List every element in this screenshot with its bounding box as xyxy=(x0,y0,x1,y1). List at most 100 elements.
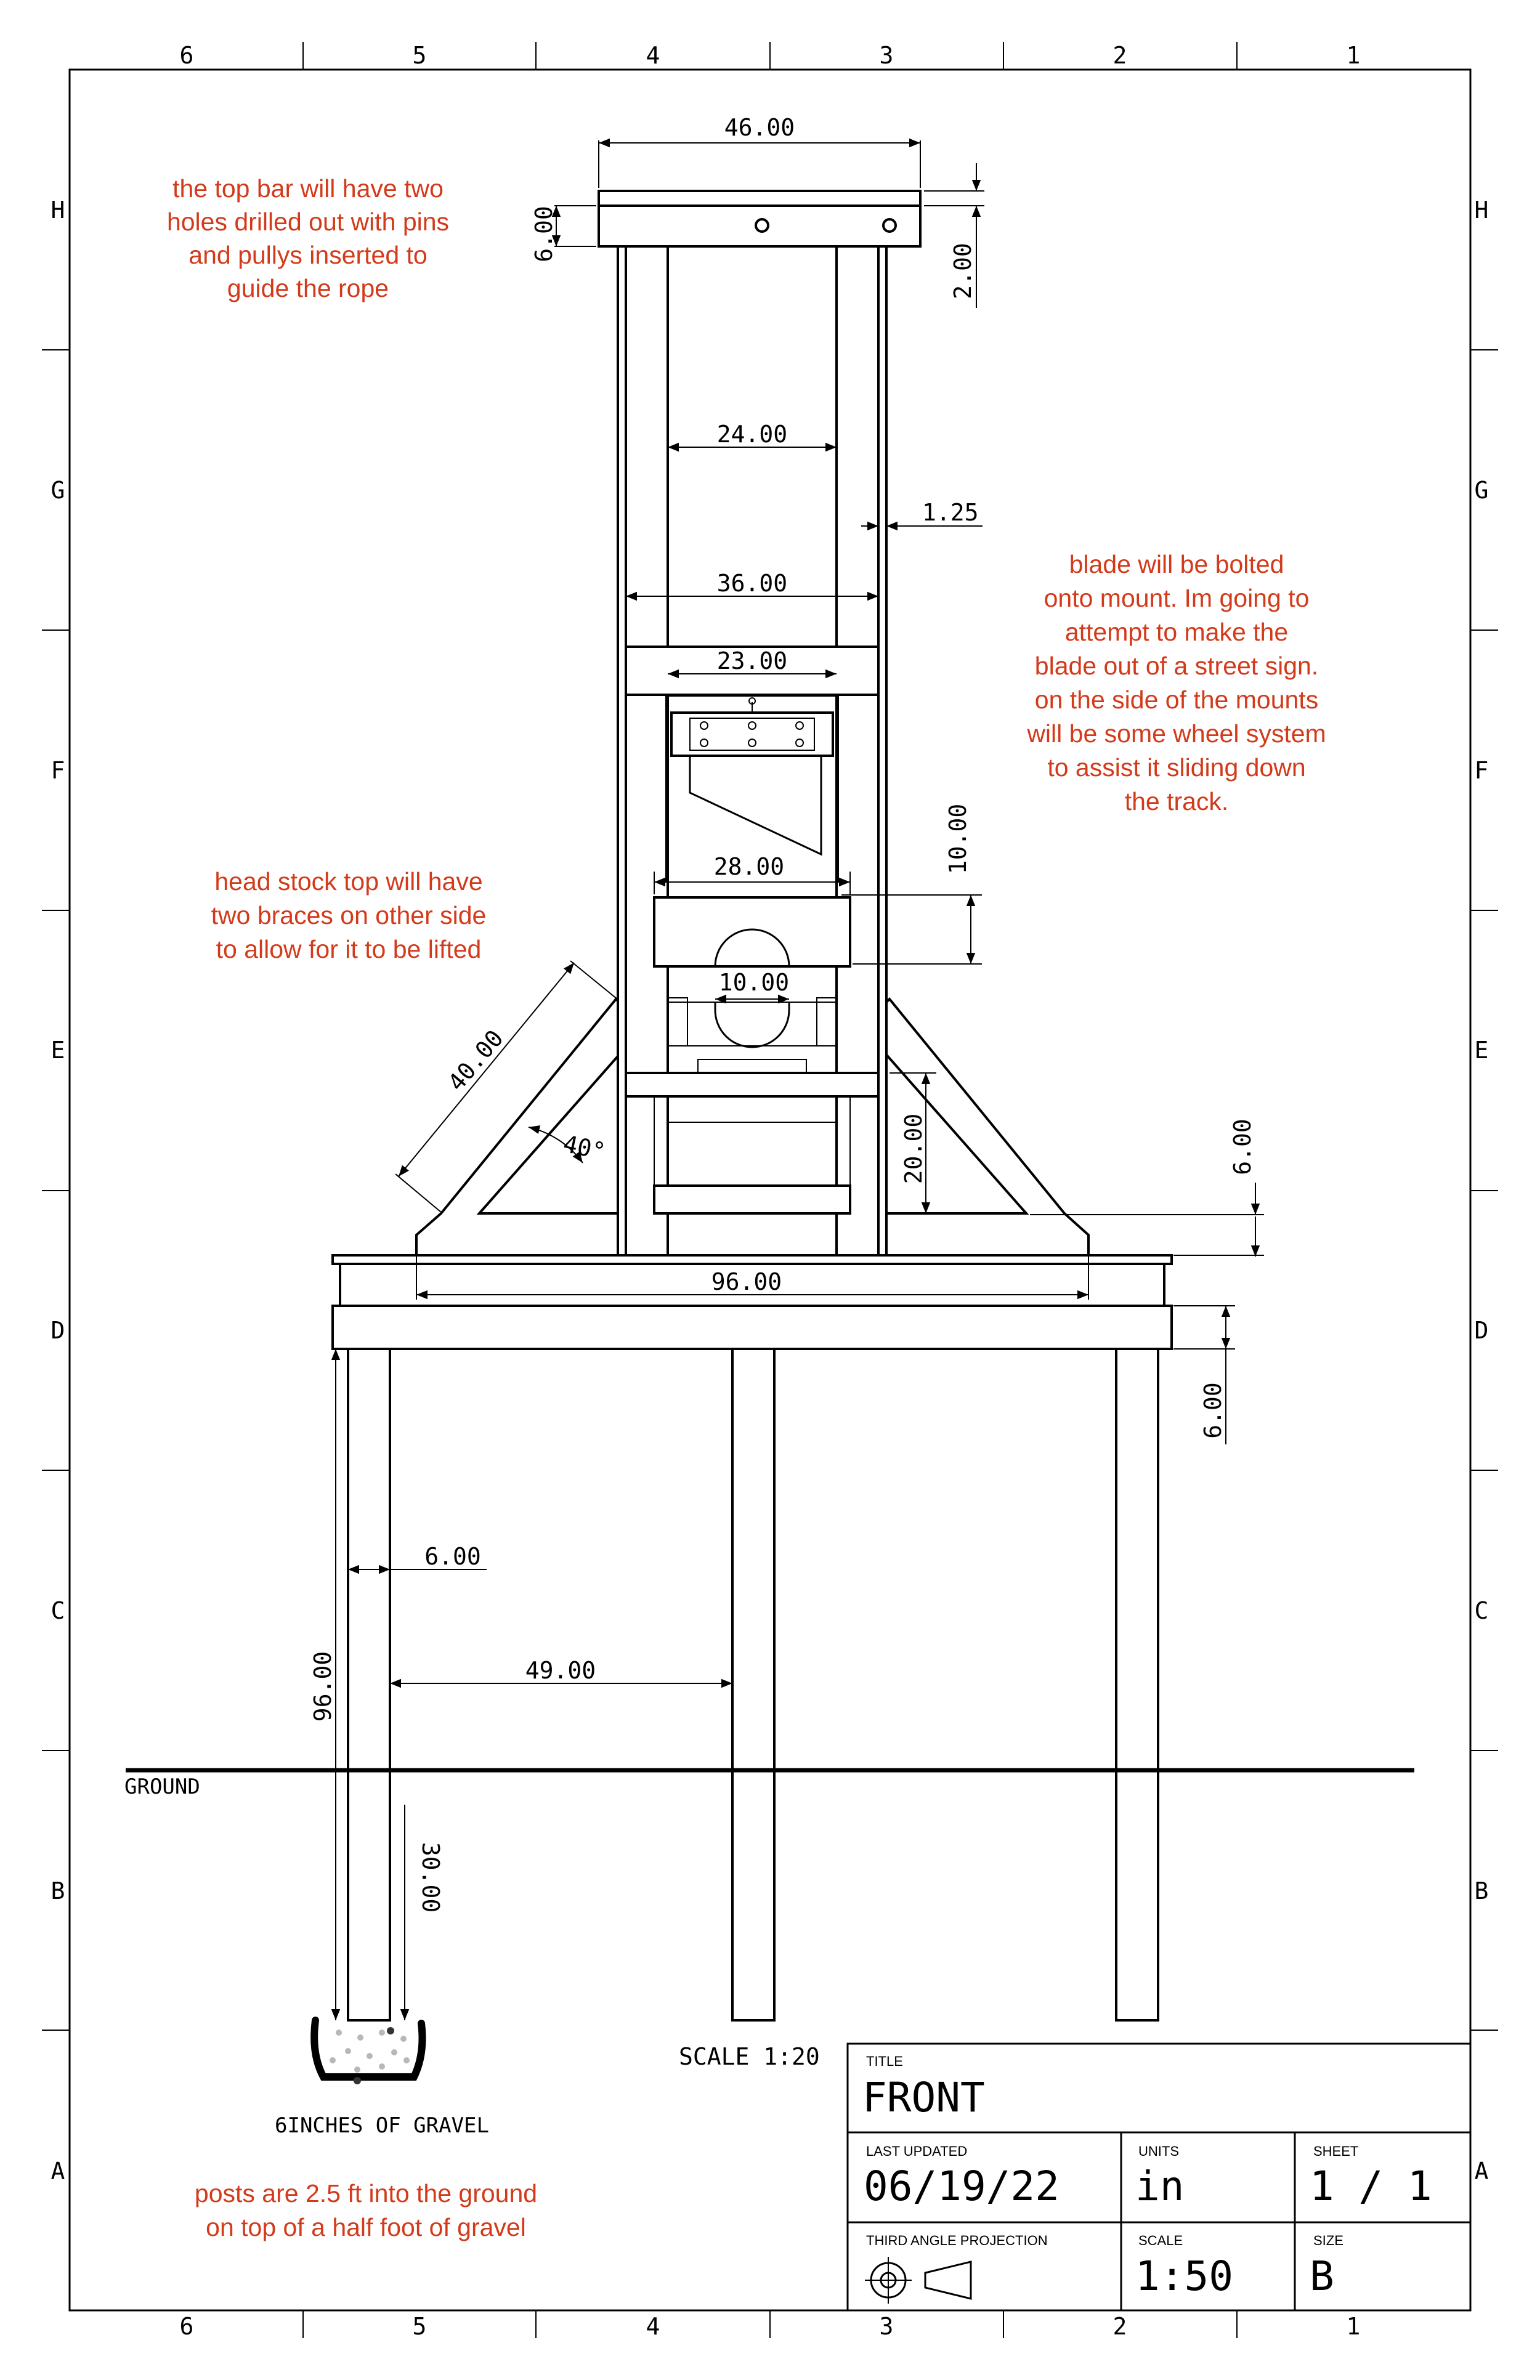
col-label: 3 xyxy=(880,2313,894,2340)
dim-post-width: 1.25 xyxy=(861,499,983,531)
title-label: TITLE xyxy=(866,2054,903,2069)
row-label: E xyxy=(1475,1037,1489,1064)
dim-head-stock-width: 28.00 xyxy=(654,853,851,894)
note-line: head stock top will have xyxy=(214,867,482,896)
row-label: B xyxy=(1475,1877,1489,1904)
zone-ticks xyxy=(42,42,1498,2338)
dim-label: 1.25 xyxy=(922,499,979,526)
title-block: TITLE FRONT LAST UPDATED 06/19/22 UNITS … xyxy=(846,2042,1472,2312)
mount-bolts xyxy=(700,721,804,747)
row-label: G xyxy=(1475,477,1489,504)
dim-label: 40° xyxy=(561,1130,608,1165)
dim-label: 46.00 xyxy=(724,114,795,141)
col-label: 1 xyxy=(1347,2313,1361,2340)
dim-leg-width: 6.00 xyxy=(348,1543,487,1574)
ground-label: GROUND xyxy=(124,1775,200,1799)
dim-beam-height: 6.00 xyxy=(1173,1305,1235,1444)
neck-hole-top xyxy=(714,928,790,967)
column-labels-top: 6 5 4 3 2 1 xyxy=(180,42,1361,69)
left-leg xyxy=(347,1348,391,2022)
note-line: attempt to make the xyxy=(1065,618,1288,646)
dim-label: 40.00 xyxy=(442,1025,508,1096)
dim-label: 96.00 xyxy=(711,1268,782,1295)
note-line: on the side of the mounts xyxy=(1035,686,1318,714)
dim-lower-frame-height: 20.00 xyxy=(890,1072,936,1214)
base-plate xyxy=(653,1184,851,1215)
note-line: posts are 2.5 ft into the ground xyxy=(195,2179,537,2208)
blade-mount-plate xyxy=(689,718,815,751)
bolt-icon xyxy=(700,721,708,730)
col-label: 4 xyxy=(646,2313,660,2340)
pulley-hole-icon xyxy=(755,218,769,233)
gravel-label: 6INCHES OF GRAVEL xyxy=(275,2113,489,2138)
dim-label: 2.00 xyxy=(949,243,976,299)
note-line: onto mount. Im going to xyxy=(1044,584,1310,612)
dim-label: 28.00 xyxy=(714,853,784,880)
dim-label: 96.00 xyxy=(309,1651,336,1722)
note-line: to assist it sliding down xyxy=(1047,753,1305,782)
row-label: A xyxy=(51,2158,65,2185)
row-labels-left: H G F E D C B A xyxy=(51,196,65,2185)
note-line: and pullys inserted to xyxy=(188,241,427,269)
sheet-label: SHEET xyxy=(1313,2143,1358,2159)
dim-inner-width: 24.00 xyxy=(668,421,837,452)
lower-frame-inner xyxy=(667,1096,837,1123)
note-line: the top bar will have two xyxy=(172,174,444,203)
blade-hook-icon xyxy=(748,697,756,705)
lunette-guide-left xyxy=(667,997,688,1046)
row-label: E xyxy=(51,1037,65,1064)
scale-value: 1:50 xyxy=(1135,2252,1233,2300)
col-label: 6 xyxy=(180,2313,194,2340)
note-line: blade will be bolted xyxy=(1069,550,1284,578)
dim-bury-depth: 30.00 xyxy=(400,1805,444,2020)
scale-label: SCALE xyxy=(1138,2233,1183,2248)
left-brace xyxy=(415,997,627,1257)
dim-top-bar-width: 46.00 xyxy=(598,114,921,188)
note-line: holes drilled out with pins xyxy=(167,208,449,236)
note-head-stock: head stock top will have two braces on o… xyxy=(211,867,487,963)
lunette-bottom xyxy=(667,1002,837,1046)
col-label: 5 xyxy=(413,2313,427,2340)
last-updated-label: LAST UPDATED xyxy=(866,2143,967,2159)
note-blade: blade will be bolted onto mount. Im goin… xyxy=(1026,550,1326,816)
row-label: D xyxy=(51,1317,65,1344)
dim-label: 10.00 xyxy=(944,804,971,874)
middle-leg xyxy=(731,1348,776,2022)
right-outer-post xyxy=(877,245,888,1257)
right-leg xyxy=(1115,1348,1159,2022)
col-label: 2 xyxy=(1113,2313,1127,2340)
column-labels-bottom: 6 5 4 3 2 1 xyxy=(180,2313,1361,2340)
neck-hole-bottom xyxy=(714,1002,790,1048)
col-label: 2 xyxy=(1113,42,1127,69)
col-label: 4 xyxy=(646,42,660,69)
drawing-title: FRONT xyxy=(862,2074,985,2121)
dim-top-bar-height: 6.00 xyxy=(530,205,596,262)
size-value: B xyxy=(1310,2252,1334,2300)
units-label: UNITS xyxy=(1138,2143,1179,2159)
size-label: SIZE xyxy=(1313,2233,1343,2248)
platform-beam xyxy=(331,1305,1173,1350)
row-label: B xyxy=(51,1877,65,1904)
bascule-block xyxy=(697,1059,807,1074)
dim-label: 24.00 xyxy=(717,421,787,448)
dim-label: 23.00 xyxy=(717,647,787,674)
blade-mount xyxy=(670,711,834,757)
note-line: guide the rope xyxy=(227,274,389,302)
dim-label: 30.00 xyxy=(417,1842,444,1912)
drawing-scale-note: SCALE 1:20 xyxy=(679,2043,820,2070)
gravel-pit xyxy=(310,2017,426,2081)
row-label: D xyxy=(1475,1317,1489,1344)
dim-blade-width: 23.00 xyxy=(668,647,837,679)
left-inner-post xyxy=(625,245,669,1257)
blade xyxy=(689,755,822,856)
bolt-icon xyxy=(700,739,708,747)
dim-label: 6.00 xyxy=(424,1543,481,1570)
dim-label: 6.00 xyxy=(1199,1382,1226,1439)
dim-label: 36.00 xyxy=(717,570,787,597)
row-label: H xyxy=(1475,196,1489,224)
pulley-hole-icon xyxy=(882,218,897,233)
note-line: the track. xyxy=(1125,787,1229,816)
lunette-guide-right xyxy=(816,997,837,1046)
bolt-icon xyxy=(795,739,804,747)
dim-top-bar-cap: 2.00 xyxy=(924,163,984,308)
